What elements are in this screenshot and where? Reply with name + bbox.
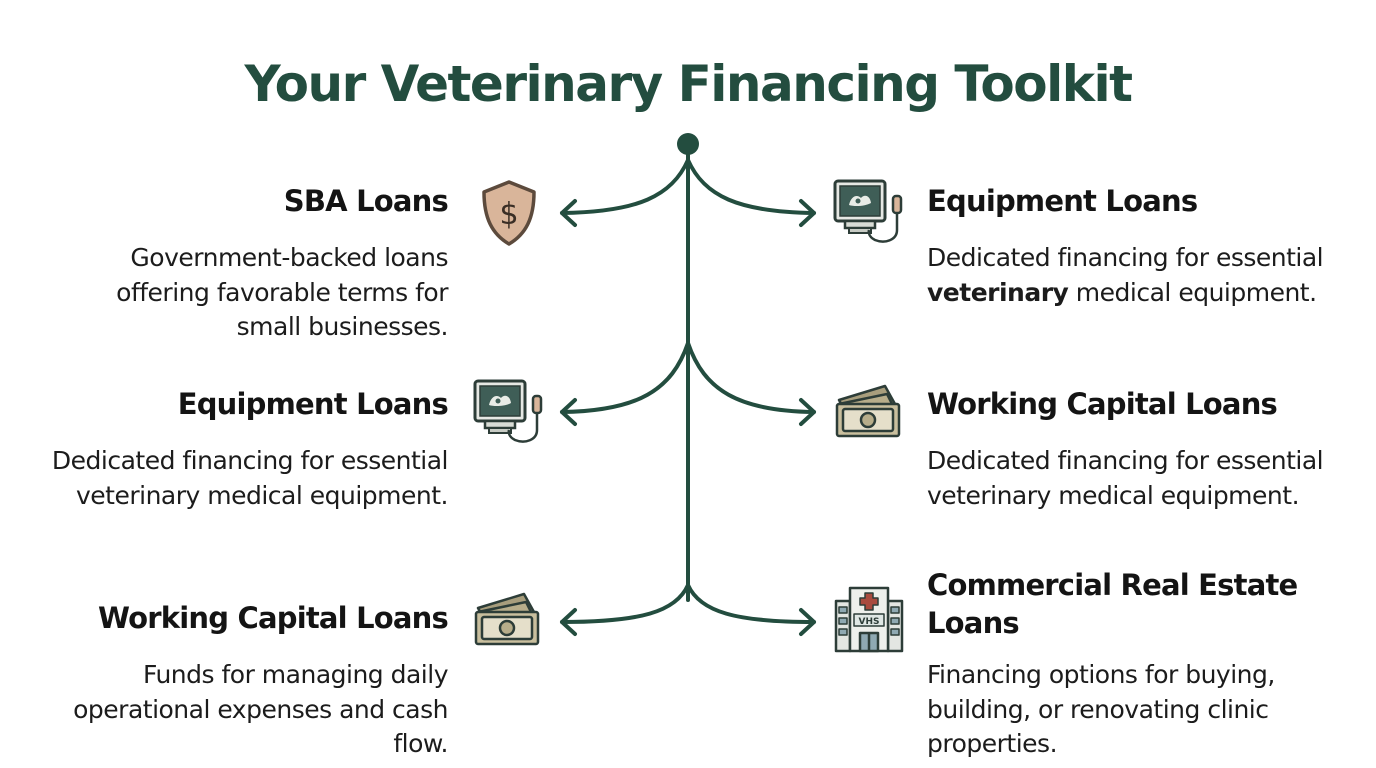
card-commercial-real-estate-loans: Commercial Real Estate Loans Financing o…	[927, 566, 1307, 762]
arrowhead-left-1	[560, 199, 577, 227]
card-title: Equipment Loans	[177, 387, 449, 421]
card-working-capital-loans-left: Working Capital Loans Funds for managing…	[48, 599, 449, 762]
arrowhead-right-1	[799, 199, 816, 227]
building-sign-text: VHS	[859, 617, 880, 627]
card-description: Funds for managing daily operational exp…	[73, 660, 448, 758]
branch-right-2	[686, 341, 816, 414]
card-description: Financing options for buying, building, …	[927, 660, 1275, 758]
card-equipment-loans-left: Equipment Loans Dedicated financing for …	[48, 385, 449, 513]
card-description: Government-backed loans offering favorab…	[116, 243, 448, 341]
page-title: Your Veterinary Financing Toolkit	[244, 55, 1134, 113]
cash-stack-icon	[833, 382, 903, 442]
card-equipment-loans-right: Equipment Loans Dedicated financing for …	[927, 182, 1327, 310]
card-description: Dedicated financing for essential veteri…	[927, 243, 1324, 307]
ultrasound-monitor-icon	[473, 378, 543, 448]
card-title: Working Capital Loans	[927, 387, 1278, 421]
card-working-capital-loans-right: Working Capital Loans Dedicated financin…	[927, 385, 1327, 513]
branch-right-1	[686, 158, 816, 215]
shield-dollar-icon: $	[480, 178, 538, 248]
root-node	[677, 133, 699, 155]
cash-stack-icon	[472, 590, 542, 650]
card-sba-loans: SBA Loans Government-backed loans offeri…	[48, 182, 449, 345]
arrowhead-left-3	[560, 608, 577, 636]
arrowhead-left-2	[560, 398, 577, 426]
emphasis-text: veterinary	[927, 277, 1069, 307]
branch-left-2	[560, 341, 690, 414]
card-title: Working Capital Loans	[97, 601, 449, 635]
branch-left-3	[560, 583, 690, 624]
branch-left-1	[560, 158, 690, 215]
card-title: Commercial Real Estate Loans	[927, 568, 1298, 640]
ultrasound-monitor-icon	[833, 178, 903, 248]
arrowhead-right-3	[799, 608, 816, 636]
branch-right-3	[686, 583, 816, 624]
card-description: Dedicated financing for essential veteri…	[51, 446, 449, 510]
hospital-building-icon: VHS	[834, 585, 904, 655]
card-description: Dedicated financing for essential veteri…	[927, 446, 1324, 510]
arrowhead-right-2	[799, 398, 816, 426]
card-title: SBA Loans	[283, 184, 449, 218]
card-title: Equipment Loans	[927, 184, 1198, 218]
svg-text:$: $	[499, 197, 518, 232]
